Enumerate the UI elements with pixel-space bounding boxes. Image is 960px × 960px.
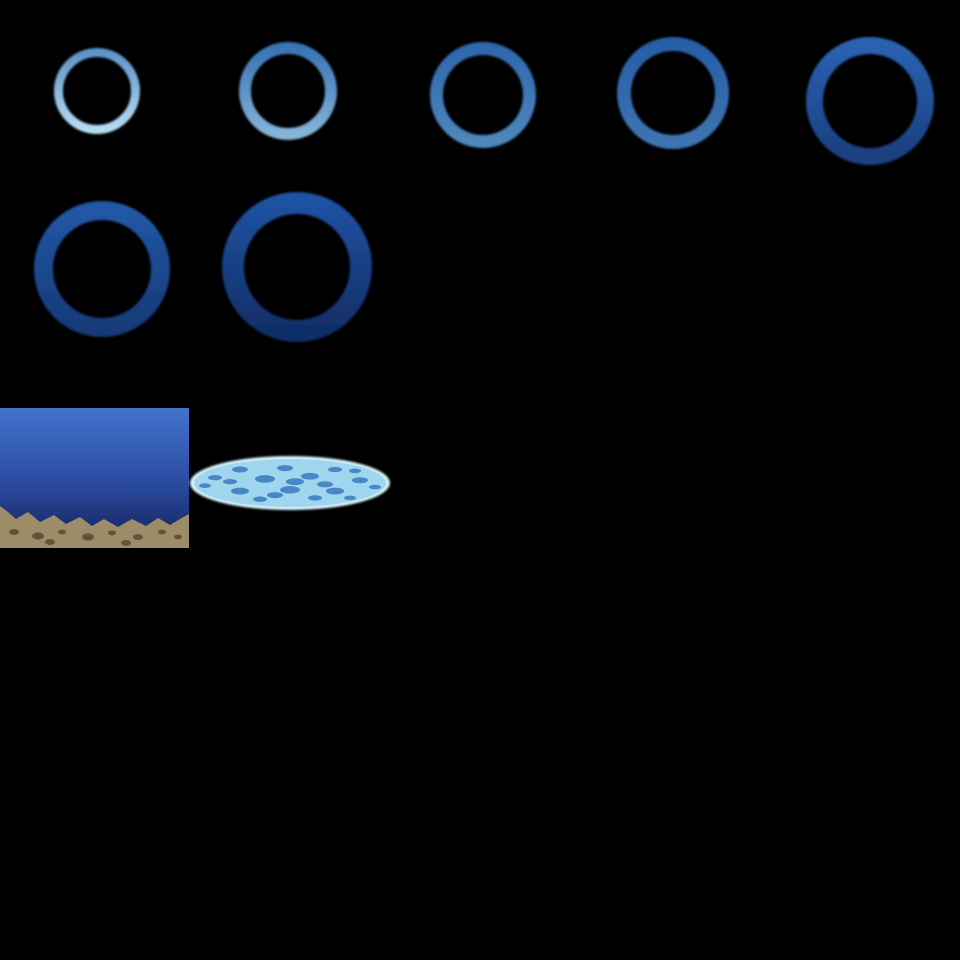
ring-frame-1: [54, 48, 140, 134]
ripple-spot: [277, 465, 293, 472]
ripple-spot: [352, 477, 368, 484]
ripple-spot: [349, 468, 361, 474]
ripple-spot: [223, 478, 237, 485]
ring-frame-3: [430, 42, 536, 148]
ring-frame-2: [239, 42, 337, 140]
seafloor-rock-speckle: [9, 529, 19, 535]
underwater-background-sprite: [0, 408, 189, 548]
ripple-spot: [208, 474, 222, 481]
seafloor-rock-speckle: [174, 534, 182, 540]
water-surface-ripple-spots: [199, 465, 381, 502]
ripple-spot: [232, 466, 248, 473]
ring-frame-4: [617, 37, 729, 149]
ring-frame-7: [222, 192, 372, 342]
seafloor-rock-speckle: [82, 533, 94, 541]
ripple-spot: [255, 475, 275, 483]
ripple-spot: [344, 495, 356, 501]
ripple-spot: [308, 495, 322, 501]
ripple-spot: [326, 487, 344, 495]
ripple-spot: [280, 485, 300, 494]
seafloor-rock-speckle: [32, 532, 44, 540]
seafloor-rock-speckle: [158, 529, 166, 535]
seafloor-rock-speckle: [58, 529, 66, 535]
ripple-spot: [328, 466, 342, 473]
water-surface-ellipse-sprite: [190, 456, 390, 510]
seafloor-rock-speckle: [133, 534, 143, 540]
seafloor-rock-speckle: [108, 530, 116, 536]
ripple-spot: [286, 478, 304, 486]
seafloor-rock-speckle: [45, 539, 55, 545]
seafloor-rock-speckle: [121, 540, 131, 546]
ripple-spot: [369, 484, 381, 490]
ripple-spot: [231, 487, 249, 495]
ring-frame-6: [34, 201, 170, 337]
ripple-spot: [267, 492, 283, 499]
ripple-spot: [253, 496, 267, 502]
ripple-spot: [199, 483, 211, 488]
ripple-spot: [317, 481, 333, 488]
seafloor-silhouette: [0, 506, 189, 548]
ripple-spot: [301, 472, 319, 480]
ring-frame-5: [806, 37, 934, 165]
